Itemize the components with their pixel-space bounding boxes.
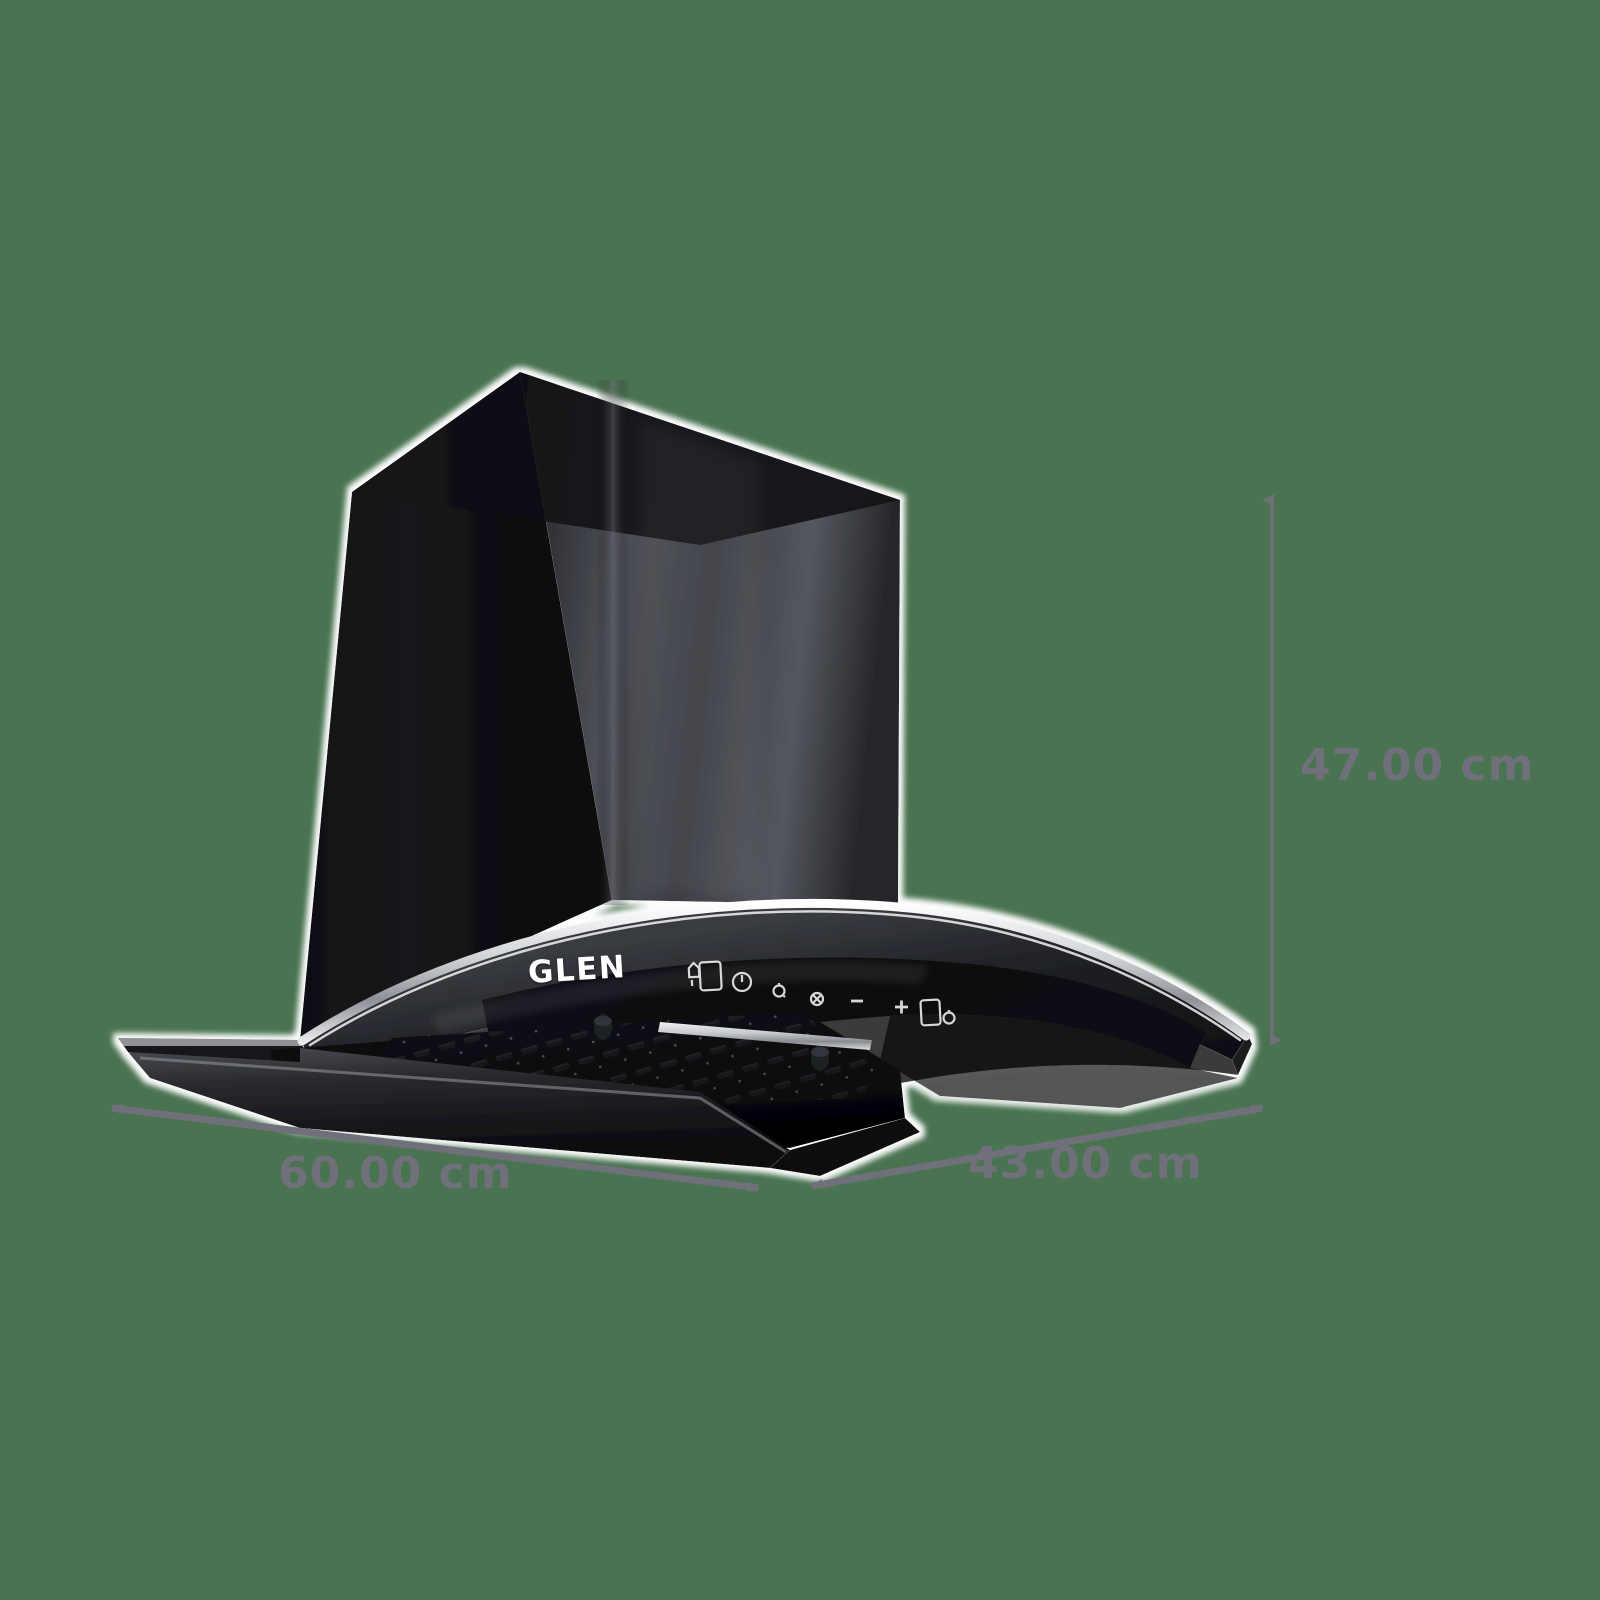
- power-icon[interactable]: [731, 971, 753, 993]
- filter-panel-icon[interactable]: [919, 998, 956, 1027]
- canopy-right-underside: [880, 1014, 1238, 1108]
- filter-handle-knob-right-top: [811, 1047, 829, 1057]
- plus-icon[interactable]: [895, 1000, 908, 1014]
- canopy-right-tip: [1232, 1035, 1252, 1075]
- duct-left-face: [300, 372, 612, 1040]
- width-dimension-label: 60.00 cm: [278, 1148, 513, 1199]
- auto-clean-icon[interactable]: [687, 960, 723, 992]
- canopy-left-tip-edge: [118, 1038, 302, 1046]
- light-icon[interactable]: [772, 983, 786, 998]
- canopy-chrome-highlight: [308, 910, 1242, 1047]
- depth-dimension-line: [810, 1104, 1264, 1190]
- duct-ridge-highlight: [596, 380, 630, 905]
- depth-dimension-label: 43.00 cm: [968, 1138, 1203, 1189]
- duct-sheen: [636, 420, 760, 895]
- led-light-strip: [658, 1022, 872, 1050]
- width-dimension-line: [110, 1103, 760, 1193]
- filter-handle-knob-left-top: [594, 1016, 612, 1026]
- control-icon-group: [687, 960, 956, 1027]
- canopy-glass-top: [300, 901, 1248, 1072]
- fan-icon[interactable]: [809, 991, 825, 1007]
- height-dimension-label: 47.00 cm: [1300, 740, 1535, 791]
- canopy-reflection: [430, 960, 930, 1034]
- canopy-chrome-trim: [297, 898, 1251, 1046]
